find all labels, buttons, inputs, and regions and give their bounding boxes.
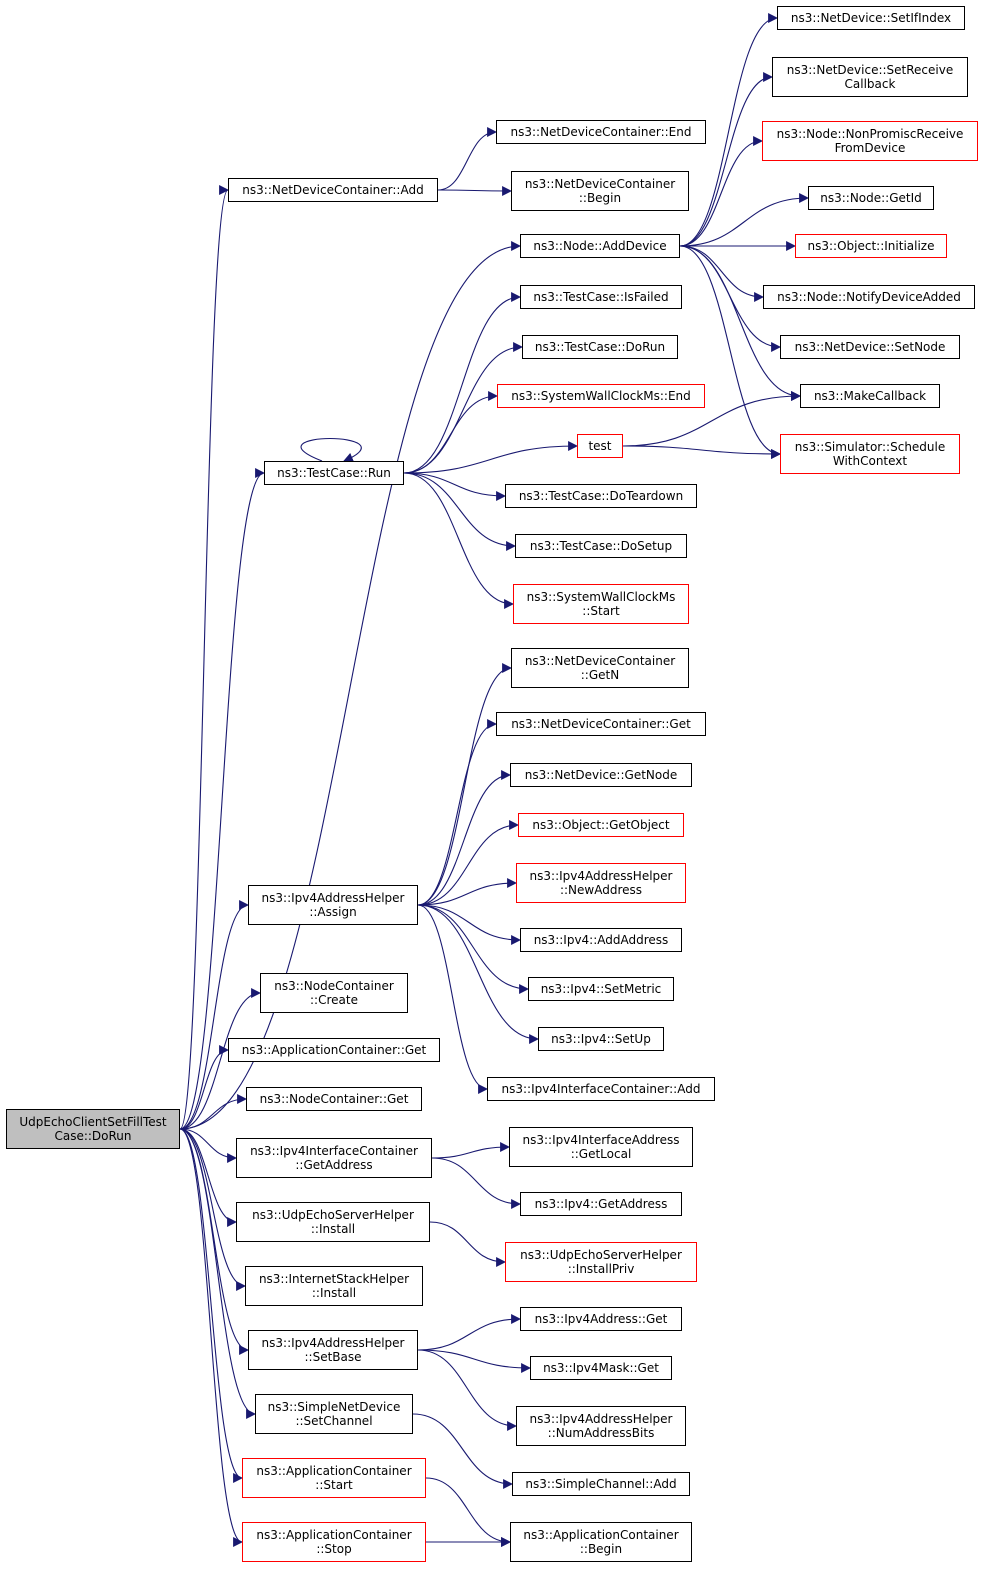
edge-node-adddev-to-makecallback <box>679 245 801 401</box>
node-root: UdpEchoClientSetFillTest Case::DoRun <box>6 1109 180 1149</box>
edge-ipv4ah-assign-to-ipv4ah-newaddr <box>417 878 517 906</box>
node-obj-init[interactable]: ns3::Object::Initialize <box>795 234 947 258</box>
node-nd-setifindex[interactable]: ns3::NetDevice::SetIfIndex <box>777 6 965 30</box>
node-ipv4-setmetric[interactable]: ns3::Ipv4::SetMetric <box>528 977 674 1001</box>
edge-root-to-nc-create <box>179 988 261 1130</box>
edge-ipv4ah-assign-to-nd-getnode <box>417 770 511 906</box>
node-test[interactable]: test <box>577 434 623 458</box>
node-node-getid[interactable]: ns3::Node::GetId <box>808 186 934 210</box>
edge-ueshelper-install-to-ueshelper-installpriv <box>429 1221 506 1267</box>
node-ndc-begin[interactable]: ns3::NetDeviceContainer ::Begin <box>511 171 689 211</box>
node-ac-stop[interactable]: ns3::ApplicationContainer ::Stop <box>242 1522 426 1562</box>
edge-ac-start-to-ac-begin <box>425 1477 511 1547</box>
node-tc-run[interactable]: ns3::TestCase::Run <box>264 461 404 485</box>
node-ndc-add[interactable]: ns3::NetDeviceContainer::Add <box>228 178 438 202</box>
edge-ndc-add-to-ndc-begin <box>437 186 512 196</box>
edge-ipv4ah-assign-to-ipv4-addaddr <box>417 904 521 945</box>
node-ndc-get[interactable]: ns3::NetDeviceContainer::Get <box>496 712 706 736</box>
node-ipv4ic-add[interactable]: ns3::Ipv4InterfaceContainer::Add <box>487 1077 715 1101</box>
node-obj-getobject[interactable]: ns3::Object::GetObject <box>518 813 684 837</box>
edge-root-to-ac-start <box>179 1128 243 1483</box>
node-tc-isfailed[interactable]: ns3::TestCase::IsFailed <box>520 285 682 309</box>
node-node-nonprom[interactable]: ns3::Node::NonPromiscReceive FromDevice <box>762 121 978 161</box>
edge-root-to-ipv4ah-assign <box>179 900 249 1130</box>
node-nd-setreceive[interactable]: ns3::NetDevice::SetReceive Callback <box>772 57 968 97</box>
node-sim-schedule[interactable]: ns3::Simulator::Schedule WithContext <box>780 434 960 474</box>
edge-ipv4ic-getaddr-to-ipv4ia-getlocal <box>431 1142 510 1159</box>
node-ndc-end[interactable]: ns3::NetDeviceContainer::End <box>496 120 706 144</box>
edge-root-to-ac-stop <box>179 1128 243 1547</box>
edge-ipv4ah-assign-to-ipv4ic-add <box>417 904 488 1094</box>
edge-root-to-nc-get <box>179 1094 247 1130</box>
edge-ipv4ah-assign-to-ndc-getn <box>417 663 512 906</box>
node-swc-end[interactable]: ns3::SystemWallClockMs::End <box>497 384 705 408</box>
edge-node-adddev-to-node-nonprom <box>679 136 763 247</box>
node-ipv4ah-assign[interactable]: ns3::Ipv4AddressHelper ::Assign <box>248 885 418 925</box>
edge-node-adddev-to-node-getid <box>679 193 809 247</box>
edge-test-to-sim-schedule <box>622 445 781 459</box>
node-ipv4ah-newaddr[interactable]: ns3::Ipv4AddressHelper ::NewAddress <box>516 863 686 903</box>
node-snd-setchannel[interactable]: ns3::SimpleNetDevice ::SetChannel <box>255 1394 413 1434</box>
edge-root-to-node-adddev <box>179 241 521 1130</box>
edge-node-adddev-to-node-notify <box>679 245 764 302</box>
edge-root-to-snd-setchannel <box>179 1128 256 1419</box>
node-node-notify[interactable]: ns3::Node::NotifyDeviceAdded <box>763 285 975 309</box>
node-ueshelper-installpriv[interactable]: ns3::UdpEchoServerHelper ::InstallPriv <box>505 1242 697 1282</box>
edge-ipv4ah-assign-to-ndc-get <box>417 719 497 906</box>
node-sc-add[interactable]: ns3::SimpleChannel::Add <box>512 1472 690 1496</box>
node-ipv4ah-setbase[interactable]: ns3::Ipv4AddressHelper ::SetBase <box>248 1330 418 1370</box>
edge-ipv4ah-setbase-to-ipv4addr-get <box>417 1314 521 1351</box>
node-ipv4-setup[interactable]: ns3::Ipv4::SetUp <box>538 1027 664 1051</box>
edge-node-adddev-to-sim-schedule <box>679 245 781 459</box>
edge-tc-run-to-swc-end <box>403 391 498 474</box>
edge-tc-run-to-tc-setup <box>403 472 516 551</box>
node-ipv4addr-get[interactable]: ns3::Ipv4Address::Get <box>520 1307 682 1331</box>
edge-ipv4ah-setbase-to-ipv4ah-numbits <box>417 1349 517 1431</box>
edge-node-adddev-to-nd-setreceive <box>679 72 773 247</box>
edge-root-to-ipv4ic-getaddr <box>179 1128 237 1163</box>
node-swc-start[interactable]: ns3::SystemWallClockMs ::Start <box>513 584 689 624</box>
edge-tc-run-to-test <box>403 441 578 474</box>
edge-node-adddev-to-nd-setifindex <box>679 13 778 247</box>
edge-test-to-makecallback <box>622 391 801 447</box>
node-ipv4ic-getaddr[interactable]: ns3::Ipv4InterfaceContainer ::GetAddress <box>236 1138 432 1178</box>
edge-snd-setchannel-to-sc-add <box>412 1413 513 1489</box>
edge-ndc-add-to-ndc-end <box>437 127 497 191</box>
edge-tc-run-to-tc-teardown <box>403 472 506 501</box>
node-makecallback[interactable]: ns3::MakeCallback <box>800 384 940 408</box>
edge-ipv4ah-assign-to-ipv4-setup <box>417 904 539 1044</box>
edge-ipv4ah-setbase-to-ipv4mask-get <box>417 1349 531 1373</box>
edge-root-to-ish-install <box>179 1128 246 1291</box>
edge-tc-run-to-tc-dorun <box>403 342 523 474</box>
node-nd-getnode[interactable]: ns3::NetDevice::GetNode <box>510 763 692 787</box>
node-node-adddev[interactable]: ns3::Node::AddDevice <box>520 234 680 258</box>
edge-tc-run-to-tc-isfailed <box>403 292 521 474</box>
edge-root-to-ac-get <box>179 1045 229 1130</box>
node-ipv4-getaddr[interactable]: ns3::Ipv4::GetAddress <box>520 1192 682 1216</box>
node-tc-setup[interactable]: ns3::TestCase::DoSetup <box>515 534 687 558</box>
node-nd-setnode[interactable]: ns3::NetDevice::SetNode <box>780 335 960 359</box>
node-tc-teardown[interactable]: ns3::TestCase::DoTeardown <box>505 484 697 508</box>
edge-root-to-tc-run <box>179 468 265 1130</box>
edge-root-to-ndc-add <box>179 185 229 1130</box>
node-ish-install[interactable]: ns3::InternetStackHelper ::Install <box>245 1266 423 1306</box>
node-nc-get[interactable]: ns3::NodeContainer::Get <box>246 1087 422 1111</box>
edge-ipv4ah-assign-to-ipv4-setmetric <box>417 904 529 994</box>
node-ac-get[interactable]: ns3::ApplicationContainer::Get <box>228 1038 440 1062</box>
edge-ipv4ic-getaddr-to-ipv4-getaddr <box>431 1157 521 1209</box>
node-ndc-getn[interactable]: ns3::NetDeviceContainer ::GetN <box>511 648 689 688</box>
node-ipv4-addaddr[interactable]: ns3::Ipv4::AddAddress <box>520 928 682 952</box>
node-nc-create[interactable]: ns3::NodeContainer ::Create <box>260 973 408 1013</box>
node-ipv4ah-numbits[interactable]: ns3::Ipv4AddressHelper ::NumAddressBits <box>516 1406 686 1446</box>
node-ac-begin[interactable]: ns3::ApplicationContainer ::Begin <box>510 1522 692 1562</box>
node-ac-start[interactable]: ns3::ApplicationContainer ::Start <box>242 1458 426 1498</box>
node-tc-dorun[interactable]: ns3::TestCase::DoRun <box>522 335 678 359</box>
node-ipv4ia-getlocal[interactable]: ns3::Ipv4InterfaceAddress ::GetLocal <box>509 1127 693 1167</box>
node-ipv4mask-get[interactable]: ns3::Ipv4Mask::Get <box>530 1356 672 1380</box>
edge-tc-run-to-swc-start <box>403 472 514 609</box>
node-ueshelper-install[interactable]: ns3::UdpEchoServerHelper ::Install <box>236 1202 430 1242</box>
edge-ipv4ah-assign-to-obj-getobject <box>417 820 519 906</box>
edge-tc-run-to-tc-run <box>300 438 362 463</box>
